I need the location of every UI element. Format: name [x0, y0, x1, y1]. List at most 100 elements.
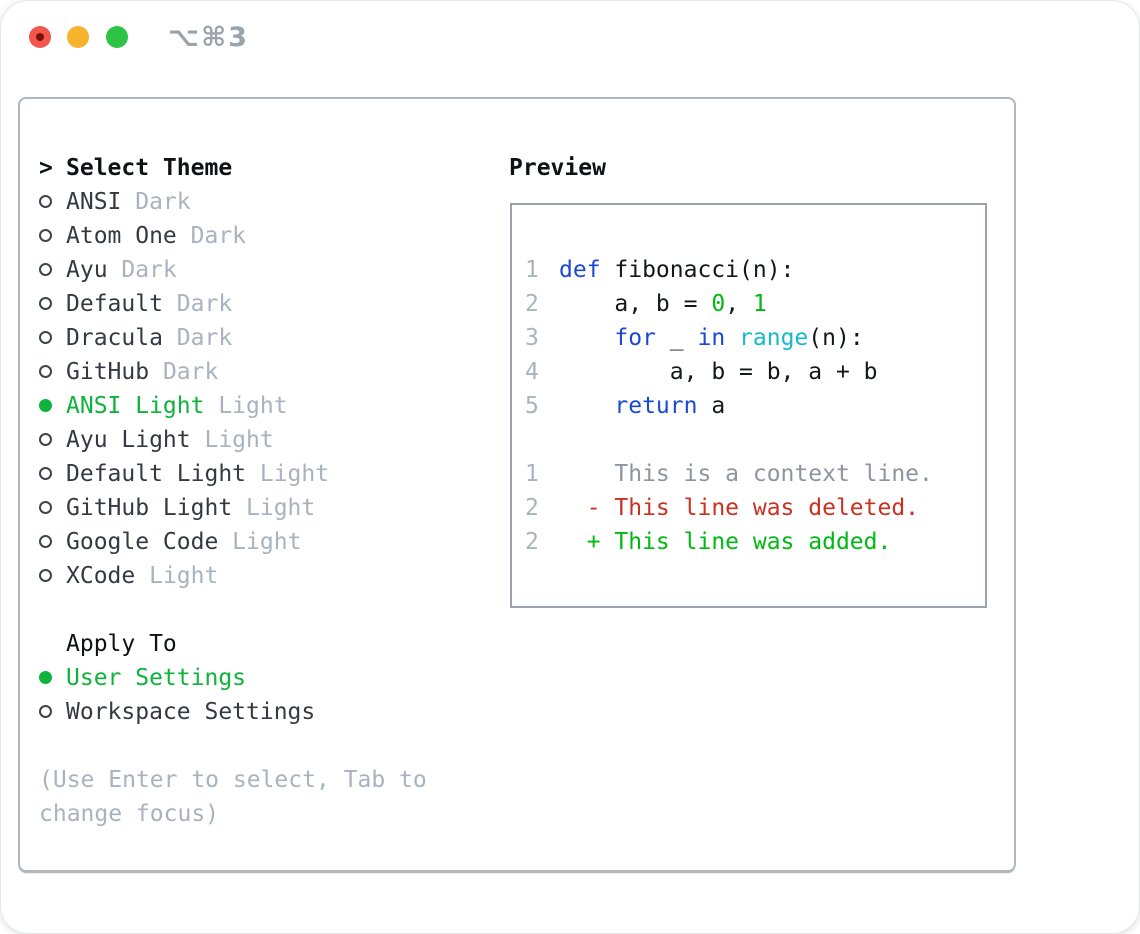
code-token: a, b = b, a + b: [559, 359, 878, 385]
code-token: ,: [725, 291, 753, 317]
close-button[interactable]: [29, 26, 51, 48]
theme-option[interactable]: XCode Light: [39, 559, 427, 593]
theme-name: Google Code: [66, 529, 219, 555]
preview-header-row: Preview: [509, 151, 606, 185]
code-line: 4 a, b = b, a + b: [525, 355, 975, 389]
code-token: [559, 393, 614, 419]
theme-name: ANSI Light: [66, 393, 205, 419]
line-number: 2: [525, 495, 539, 521]
theme-variant-tag: Light: [190, 427, 274, 453]
code-token: This is a context line.: [559, 461, 933, 487]
code-token: in: [697, 325, 726, 351]
theme-option[interactable]: Dracula Dark: [39, 321, 427, 355]
spacer: [39, 593, 427, 627]
line-number: 1: [525, 257, 539, 283]
theme-variant-tag: Dark: [107, 257, 177, 283]
code-line: 3 for _ in range(n):: [525, 321, 975, 355]
theme-variant-tag: Light: [204, 393, 288, 419]
code-token: 0: [711, 291, 726, 317]
radio-icon: [39, 399, 52, 412]
theme-option[interactable]: GitHub Dark: [39, 355, 427, 389]
code-token: for: [614, 325, 656, 351]
theme-variant-tag: Light: [232, 495, 316, 521]
theme-variant-tag: Light: [135, 563, 219, 589]
theme-variant-tag: Light: [218, 529, 302, 555]
apply-option[interactable]: User Settings: [39, 661, 427, 695]
theme-list-title: Select Theme: [66, 155, 233, 181]
diff-line: 2 - This line was deleted.: [525, 491, 975, 525]
window-title-shortcut: ⌥⌘3: [168, 22, 249, 53]
line-number: 2: [525, 291, 539, 317]
theme-option[interactable]: Google Code Light: [39, 525, 427, 559]
code-token: fibonacci(n):: [600, 257, 795, 283]
code-token: (n):: [808, 325, 864, 351]
diff-sample: 1 This is a context line.2 - This line w…: [525, 457, 975, 559]
radio-icon: [39, 195, 52, 208]
spacer: [525, 423, 975, 457]
theme-option[interactable]: ANSI Dark: [39, 185, 427, 219]
keyboard-hint: (Use Enter to select, Tab to change focus…: [39, 763, 427, 831]
theme-name: Default Light: [66, 461, 247, 487]
hint-line: (Use Enter to select, Tab to: [39, 767, 427, 793]
theme-variant-tag: Dark: [176, 223, 247, 249]
diff-line: 1 This is a context line.: [525, 457, 975, 491]
theme-variant-tag: Dark: [121, 189, 191, 215]
zoom-button[interactable]: [106, 26, 128, 48]
apply-to-header: Apply To: [66, 631, 177, 657]
spacer: [39, 729, 427, 763]
code-token: _: [655, 325, 698, 351]
code-token: [559, 325, 614, 351]
theme-name: XCode: [66, 563, 136, 589]
theme-option[interactable]: Default Light Light: [39, 457, 427, 491]
theme-name: ANSI: [66, 189, 122, 215]
code-token: a, b =: [559, 291, 712, 317]
line-number: 4: [525, 359, 539, 385]
theme-option[interactable]: Ayu Light Light: [39, 423, 427, 457]
radio-icon: [39, 365, 52, 378]
line-number: 5: [525, 393, 539, 419]
theme-variant-tag: Dark: [162, 291, 233, 317]
theme-name: GitHub: [66, 359, 150, 385]
radio-icon: [39, 705, 52, 718]
radio-icon: [39, 501, 52, 514]
theme-option[interactable]: ANSI Light Light: [39, 389, 427, 423]
apply-option[interactable]: Workspace Settings: [39, 695, 427, 729]
theme-name: Default: [66, 291, 163, 317]
radio-icon: [39, 535, 52, 548]
theme-variant-tag: Dark: [162, 325, 233, 351]
theme-name: Atom One: [66, 223, 177, 249]
theme-variant-tag: Light: [246, 461, 330, 487]
line-number: 2: [525, 529, 539, 555]
theme-option[interactable]: GitHub Light Light: [39, 491, 427, 525]
line-number: 1: [525, 461, 539, 487]
radio-icon: [39, 433, 52, 446]
apply-option-label: Workspace Settings: [66, 699, 316, 725]
code-line: 5 return a: [525, 389, 975, 423]
code-token: return: [614, 393, 698, 419]
code-token: a: [697, 393, 726, 419]
line-number: 3: [525, 325, 539, 351]
radio-icon: [39, 229, 52, 242]
theme-name: Dracula: [66, 325, 163, 351]
minimize-button[interactable]: [67, 26, 89, 48]
radio-icon: [39, 263, 52, 276]
code-token: 1: [752, 291, 767, 317]
apply-option-label: User Settings: [66, 665, 247, 691]
hint-line: change focus): [39, 801, 220, 827]
theme-list-header-row: >Select Theme: [39, 151, 427, 185]
radio-icon: [39, 467, 52, 480]
theme-name: Ayu Light: [66, 427, 191, 453]
diff-line: 2 + This line was added.: [525, 525, 975, 559]
radio-icon: [39, 671, 52, 684]
theme-option[interactable]: Ayu Dark: [39, 253, 427, 287]
theme-option[interactable]: Default Dark: [39, 287, 427, 321]
preview-title: Preview: [509, 155, 606, 181]
theme-option[interactable]: Atom One Dark: [39, 219, 427, 253]
code-token: [725, 325, 739, 351]
